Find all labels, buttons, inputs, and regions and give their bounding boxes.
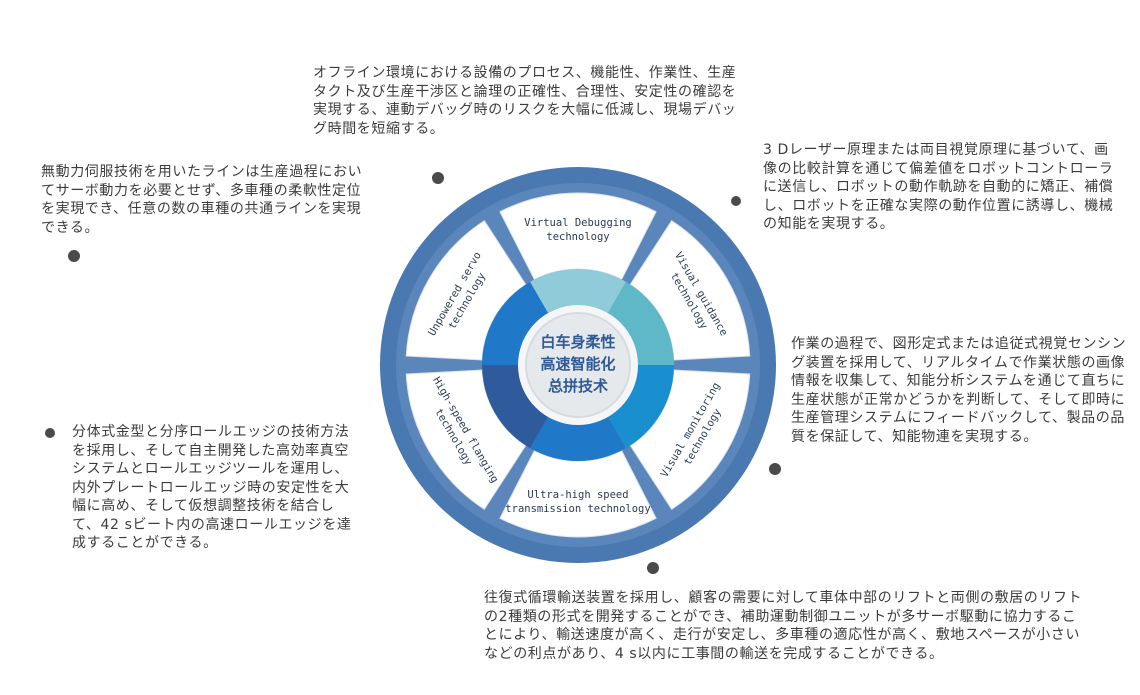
inner-ring-visual-guidance <box>608 281 674 365</box>
segment-label-ultra-high-speed: Ultra-high speed transmission technology <box>505 489 650 515</box>
inner-ring-high-speed-flanging <box>482 365 548 449</box>
segment-label-line: Ultra-high speed <box>527 489 628 501</box>
core-label: 白车身柔性 高速智能化 总拼技术 <box>540 333 615 395</box>
segment-label-line: transmission technology <box>505 503 650 515</box>
core-text-line-3: 总拼技术 <box>548 377 608 395</box>
inner-ring-visual-monitoring <box>608 365 674 449</box>
bullet-dot <box>432 172 444 184</box>
description-virtual-debugging: オフライン環境における設備のプロセス、機能性、作業性、生産タクト及び生産干渉区と… <box>313 65 737 137</box>
description-visual-monitoring: 作業の過程で、図形定式または追従式視覚センシング装置を採用して、リアルタイムで作… <box>791 336 1127 445</box>
inner-ring-unpowered-servo <box>482 281 548 365</box>
segment-label-line: technology <box>546 231 609 243</box>
core-text-line-1: 白车身柔性 <box>540 333 615 351</box>
inner-ring-ultra-high-speed <box>530 416 626 461</box>
inner-color-ring <box>482 269 674 461</box>
bullet-dot <box>45 428 55 438</box>
bullet-dot <box>769 463 781 475</box>
description-visual-guidance: 3 Dレーザー原理または両目視覚原理に基づいて、画像の比較計算を通じて偏差値をロ… <box>763 142 1114 232</box>
bullet-dot <box>68 250 80 262</box>
segment-label-line: Virtual Debugging <box>524 217 631 229</box>
segment-panels <box>405 192 751 538</box>
bullet-dot <box>647 562 659 574</box>
inner-ring-virtual-debugging <box>530 269 626 314</box>
bullet-dot <box>731 196 741 206</box>
technology-wheel-diagram: 白车身柔性 高速智能化 总拼技术 Virtual Debugging techno… <box>380 167 776 563</box>
segment-label-virtual-debugging: Virtual Debugging technology <box>524 217 631 243</box>
description-ultra-high-speed: 往復式循環輸送装置を採用し、顧客の需要に対して車体中部のリフトと両側の敷居のリフ… <box>484 590 1083 662</box>
description-unpowered-servo: 無動力伺服技術を用いたラインは生産過程においてサーボ動力を必要とせず、多車種の柔… <box>41 164 363 236</box>
description-high-speed-flanging: 分体式金型と分序ロールエッジの技術方法を採用し、そして自主開発した高効率真空シス… <box>72 424 352 551</box>
core-text-line-2: 高速智能化 <box>540 355 615 373</box>
core-circle <box>525 312 631 418</box>
